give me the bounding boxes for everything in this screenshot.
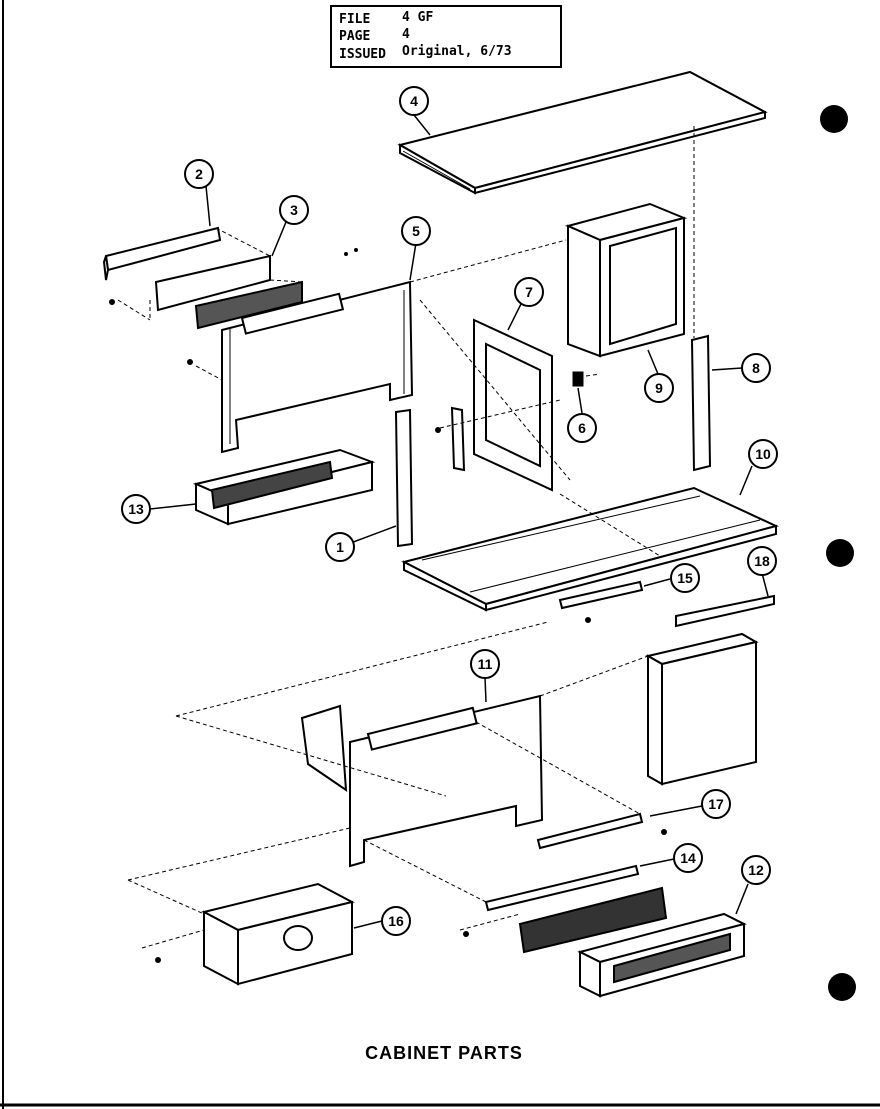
part-8-rail [690, 334, 712, 472]
callout-14 [673, 843, 703, 873]
callout-8 [741, 353, 771, 383]
binder-hole-bottom [828, 973, 856, 1001]
part-3-filter-strip [154, 254, 303, 330]
filter-grille [518, 886, 668, 954]
part-6-clip [572, 371, 584, 387]
callout-5 [401, 216, 431, 246]
callout-12 [741, 855, 771, 885]
callout-3 [279, 195, 309, 225]
page-value: 4 [402, 27, 410, 42]
header-box: FILE 4 GF PAGE 4 ISSUED Original, 6/73 [330, 5, 562, 68]
callout-circles [121, 86, 778, 936]
part-17-strip [536, 812, 644, 850]
callout-label-17: 17 [708, 796, 724, 812]
callout-label-4: 4 [410, 93, 418, 109]
callout-label-10: 10 [755, 446, 771, 462]
issued-value: Original, 6/73 [402, 44, 512, 59]
file-label: FILE [339, 12, 370, 27]
callout-label-1: 1 [336, 539, 344, 555]
part-2-bracket [102, 226, 222, 281]
issued-label: ISSUED [339, 47, 386, 62]
callout-label-16: 16 [388, 913, 404, 929]
callout-2 [184, 159, 214, 189]
part-7-frame [450, 318, 553, 492]
callout-label-2: 2 [195, 166, 203, 182]
screws [109, 248, 667, 963]
callout-7 [514, 277, 544, 307]
callout-label-11: 11 [478, 656, 493, 672]
part-5-side-panel [221, 280, 414, 454]
callout-17 [701, 789, 731, 819]
callout-label-6: 6 [578, 420, 586, 436]
callout-label-5: 5 [412, 223, 420, 239]
callout-label-7: 7 [525, 284, 533, 300]
callout-11 [470, 649, 500, 679]
callout-15 [670, 563, 700, 593]
callout-label-13: 13 [128, 501, 144, 517]
part-12-grille [577, 912, 747, 998]
cabinet-cover [645, 632, 759, 786]
part-16-blower-housing [201, 882, 355, 986]
callout-label-9: 9 [655, 380, 663, 396]
binder-hole-top [820, 105, 848, 133]
callout-label-14: 14 [680, 850, 696, 866]
alignment-lines [117, 126, 695, 949]
callout-16 [381, 906, 411, 936]
part-13-heater-section [192, 448, 376, 526]
part-10-base-pan [401, 486, 779, 612]
binder-hole-middle [826, 539, 854, 567]
callout-1 [325, 532, 355, 562]
callout-6 [567, 413, 597, 443]
callout-numbers: 1 2 3 4 5 6 7 8 9 10 11 12 13 14 15 16 1… [128, 93, 771, 929]
callout-label-18: 18 [754, 553, 770, 569]
callout-4 [399, 86, 429, 116]
part-14-strip [484, 864, 640, 912]
part-9-coil [564, 202, 688, 358]
callout-18 [747, 546, 777, 576]
callout-label-15: 15 [677, 570, 693, 586]
callout-13 [121, 494, 151, 524]
part-11-side-panel [300, 694, 544, 868]
callout-label-8: 8 [752, 360, 760, 376]
part-1-post [394, 408, 414, 548]
part-18-strip [675, 594, 775, 628]
callout-9 [644, 373, 674, 403]
callout-10 [748, 439, 778, 469]
part-4-top-panel [397, 70, 768, 195]
file-value: 4 GF [402, 10, 433, 25]
page-label: PAGE [339, 29, 370, 44]
callout-label-12: 12 [748, 862, 764, 878]
diagram-title: CABINET PARTS [365, 1043, 523, 1063]
part-15-strip [558, 580, 644, 610]
callout-label-3: 3 [290, 202, 298, 218]
